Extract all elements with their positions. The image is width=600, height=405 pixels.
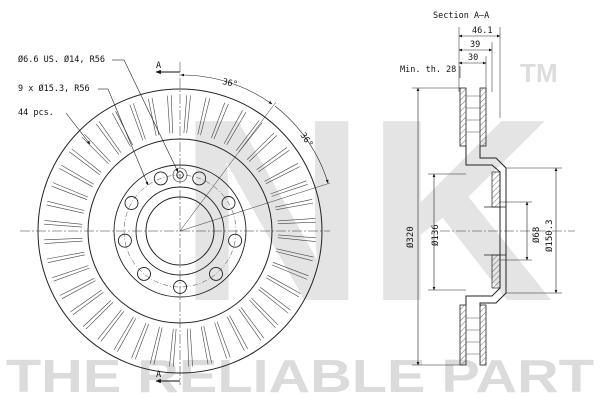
vane — [70, 289, 104, 316]
vane — [266, 274, 301, 298]
vane — [129, 103, 146, 141]
vane — [275, 199, 314, 211]
vane — [264, 163, 300, 184]
callout-bolt-holes: 9 x Ø15.3, R56 — [18, 83, 90, 94]
vane — [95, 121, 122, 155]
bolt-hole — [221, 196, 236, 210]
front-view: A A 36° 36° Ø6.6 US. Ø14, R56 9 x Ø15.3,… — [18, 54, 331, 385]
bolt-hole — [137, 266, 151, 281]
vane — [167, 95, 173, 134]
vane — [69, 148, 102, 176]
vane — [275, 248, 314, 262]
hat-flange-upper — [491, 171, 501, 208]
leader-bolt-holes — [107, 88, 149, 186]
vane — [81, 133, 111, 165]
vane — [270, 180, 308, 197]
dim-label-39: 39 — [470, 40, 480, 50]
vane — [277, 218, 316, 224]
vane — [200, 326, 212, 365]
angle-ref-line-1 — [179, 101, 277, 232]
inner-plate-bottom — [479, 304, 487, 366]
callout-center-hole: Ø6.6 US. Ø14, R56 — [18, 54, 105, 65]
angle-arc-1 — [180, 73, 273, 105]
callout-vanes: 44 pcs. — [18, 108, 54, 118]
dim-label-46: 46.1 — [472, 26, 492, 36]
vane — [44, 238, 83, 244]
vane — [149, 326, 163, 365]
vane — [246, 132, 278, 162]
angle-ref-line-2 — [179, 182, 331, 232]
vane — [82, 300, 114, 330]
vane — [131, 322, 149, 360]
ventilation-vanes — [44, 95, 316, 367]
leader-vanes — [65, 112, 91, 145]
vane — [256, 146, 290, 173]
vane — [227, 315, 248, 351]
bolt-hole — [117, 233, 132, 248]
vane — [211, 102, 229, 140]
watermark-logo: NK — [178, 66, 554, 356]
hat-inner-contour — [479, 146, 507, 305]
vane — [249, 297, 279, 329]
angle-label-1: 36° — [221, 77, 238, 90]
vane — [113, 317, 137, 352]
outer-plate-top — [459, 87, 467, 147]
vane — [277, 234, 316, 242]
section-letter-top: A — [156, 61, 161, 71]
watermark-tagline: THE RELIABLE PART — [6, 350, 594, 400]
dim-label-d320: Ø320 — [405, 226, 416, 248]
section-marker-top: A — [155, 61, 180, 75]
watermark-tm: TM — [520, 58, 558, 88]
vane — [238, 307, 265, 341]
vane — [214, 321, 231, 359]
bolt-hole — [192, 171, 207, 186]
bolt-holes — [117, 171, 243, 294]
vane — [169, 328, 177, 367]
vane — [97, 309, 125, 342]
bolt-hole — [209, 266, 223, 281]
vane — [148, 97, 160, 136]
vane — [258, 286, 291, 314]
bolt-hole — [228, 233, 243, 248]
angle-arc-2 — [274, 105, 329, 184]
hat-outer-contour — [465, 146, 501, 305]
vane — [44, 220, 83, 228]
vane — [59, 164, 94, 188]
dim-label-d150: Ø150.3 — [544, 219, 555, 252]
section-view: Section A–A Min. th. 28 46.1 39 30 — [400, 11, 575, 366]
bolt-hole — [124, 196, 139, 210]
section-title: Section A–A — [433, 11, 489, 21]
vane — [223, 110, 247, 145]
dim-label-d68: Ø68 — [531, 227, 542, 243]
vane — [51, 182, 89, 200]
hat-flange-lower — [491, 254, 501, 289]
vane — [271, 262, 309, 280]
outer-plate-bottom — [459, 304, 467, 366]
leader-center-hole — [123, 59, 179, 173]
vane — [52, 265, 90, 282]
vane — [46, 200, 85, 214]
inner-plate-top — [479, 87, 487, 147]
bolt-hole — [153, 171, 168, 186]
vane — [46, 251, 85, 263]
vane — [60, 278, 96, 299]
min-thickness-label: Min. th. 28 — [400, 65, 456, 75]
dim-label-d136: Ø136 — [430, 224, 441, 246]
section-letter-bottom: A — [156, 370, 161, 380]
section-marker-bottom: A — [155, 370, 180, 384]
section-profile — [459, 87, 507, 366]
vane — [187, 328, 193, 367]
dim-label-30: 30 — [468, 53, 478, 63]
